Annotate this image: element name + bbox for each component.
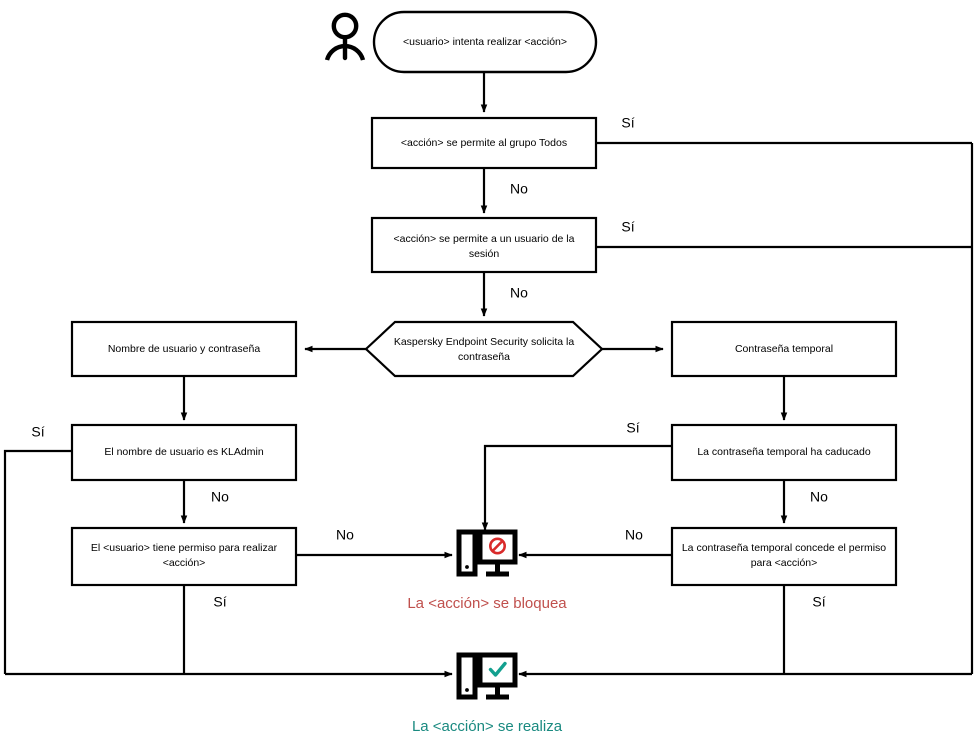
node-temp-password-label: Contraseña temporal [735,343,833,355]
node-temp-grants-permission: La contraseña temporal concede el permis… [670,526,898,587]
edge-label-kladmin-no: No [211,489,229,505]
edge-label-session-no: No [510,285,528,301]
node-user-has-permission: El <usuario> tiene permiso para realizar… [70,526,298,587]
node-user-has-permission-label-1: El <usuario> tiene permiso para realizar [91,542,278,554]
edge-label-session-yes: Sí [621,219,634,235]
node-user-password: Nombre de usuario y contraseña [70,320,298,378]
edge-label-grants-yes: Sí [812,594,825,610]
node-session-user-label-2: sesión [469,248,500,260]
node-session-user-label-1: <acción> se permite a un usuario de la [394,233,575,245]
node-user-password-label: Nombre de usuario y contraseña [108,343,260,355]
node-everyone-group-label: <acción> se permite al grupo Todos [401,137,567,149]
edge-label-grants-no: No [625,527,643,543]
node-temp-grants-permission-label-1: La contraseña temporal concede el permis… [682,542,886,554]
node-temp-password: Contraseña temporal [670,320,898,378]
node-temp-expired-label: La contraseña temporal ha caducado [697,446,871,458]
node-kes-prompt-label-1: Kaspersky Endpoint Security solicita la [394,336,574,348]
blocked-outcome-label: La <acción> se bloquea [407,595,567,612]
edge-label-everyone-yes: Sí [621,115,634,131]
connector-layer [3,72,974,678]
edge-label-expired-no: No [810,489,828,505]
edge-label-layer: Sí No Sí No Sí No Sí No No No Sí Sí [31,115,828,610]
computer-blocked-icon [456,529,518,577]
node-temp-expired: La contraseña temporal ha caducado [670,423,898,482]
node-is-kladmin-label: El nombre de usuario es KLAdmin [104,446,263,458]
edge-kladmin-yes [3,449,72,674]
node-temp-grants-permission-label-2: para <acción> [751,557,818,569]
node-everyone-group: <acción> se permite al grupo Todos [370,116,598,170]
edge-label-kladmin-yes: Sí [31,424,44,440]
node-is-kladmin: El nombre de usuario es KLAdmin [70,423,298,482]
node-start-label: <usuario> intenta realizar <acción> [403,36,567,48]
user-actor-icon [324,12,366,61]
edge-label-permission-no: No [336,527,354,543]
edge-expired-yes [481,444,672,531]
node-user-has-permission-label-2: <acción> [163,557,206,569]
node-start: <usuario> intenta realizar <acción> [372,10,598,74]
computer-allowed-icon [456,652,518,700]
node-session-user: <acción> se permite a un usuario de la s… [370,216,598,274]
edge-label-permission-yes: Sí [213,594,226,610]
edge-label-expired-yes: Sí [626,420,639,436]
allowed-outcome-label: La <acción> se realiza [412,718,563,735]
node-kes-prompt: Kaspersky Endpoint Security solicita la … [364,320,604,378]
node-kes-prompt-label-2: contraseña [458,351,510,363]
edge-label-everyone-no: No [510,181,528,197]
